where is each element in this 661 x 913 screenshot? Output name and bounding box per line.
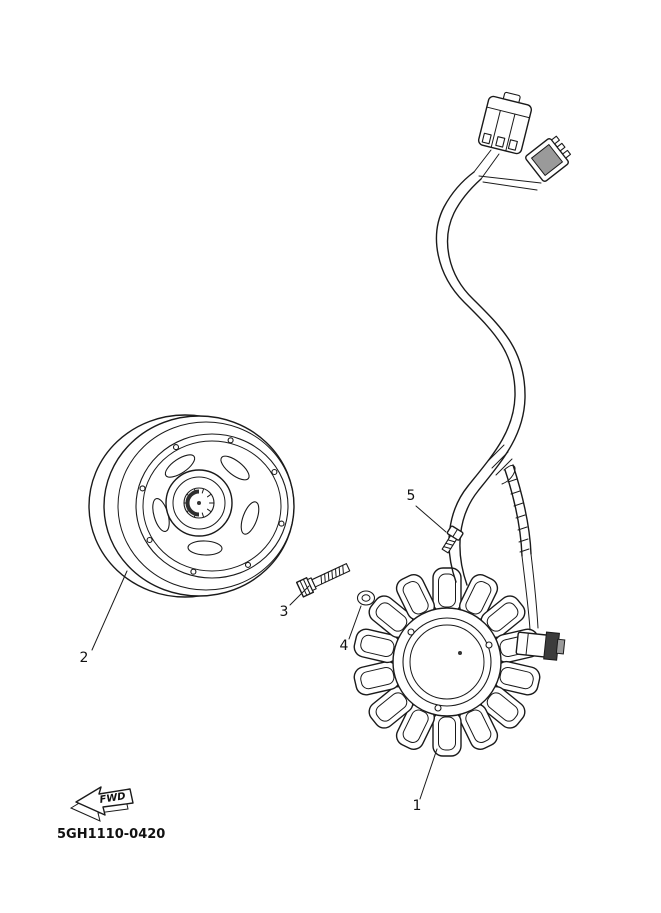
fwd-arrow: FWD xyxy=(69,786,134,822)
rivet-hole xyxy=(190,568,197,575)
stator-mount-hole xyxy=(485,641,493,649)
leader-line-1 xyxy=(419,748,438,800)
fwd-arrow-body xyxy=(75,786,134,816)
stator-mount-hole xyxy=(434,704,442,712)
rotor-hub xyxy=(165,469,233,537)
rivet-hole xyxy=(271,468,278,476)
callout-label-4: 4 xyxy=(340,638,349,654)
leader-line-3 xyxy=(289,585,310,606)
rivet-hole xyxy=(244,561,252,568)
harness-sleeve xyxy=(504,464,539,631)
part-number: 5GH1110-0420 xyxy=(57,827,165,842)
callout-label-5: 5 xyxy=(407,488,416,504)
bolt xyxy=(295,563,351,598)
rivet-hole xyxy=(278,520,285,527)
callout-label-1: 1 xyxy=(413,798,422,814)
flywheel-rotor xyxy=(88,414,295,598)
rivet-hole xyxy=(227,437,234,444)
leader-line-4 xyxy=(348,605,362,640)
stator-mount-hole xyxy=(407,628,415,636)
rivet-hole xyxy=(172,444,180,451)
stator-assembly xyxy=(351,567,543,757)
leader-line-2 xyxy=(91,570,128,651)
rivet-hole xyxy=(139,485,146,492)
harness-connector-main xyxy=(477,91,533,155)
leader-line-5 xyxy=(415,505,447,533)
rivet-hole xyxy=(146,536,153,544)
harness-connector-secondary xyxy=(525,135,572,182)
wiring-harness xyxy=(435,149,542,631)
fwd-label: FWD xyxy=(99,791,127,806)
callout-label-2: 2 xyxy=(80,650,89,666)
stator-pigtail-connector xyxy=(515,631,566,661)
screw xyxy=(441,525,464,554)
stator-center-mark xyxy=(458,651,462,655)
washer xyxy=(356,590,376,606)
callouts: 1 2 3 4 5 xyxy=(80,488,447,814)
callout-label-3: 3 xyxy=(280,604,289,620)
